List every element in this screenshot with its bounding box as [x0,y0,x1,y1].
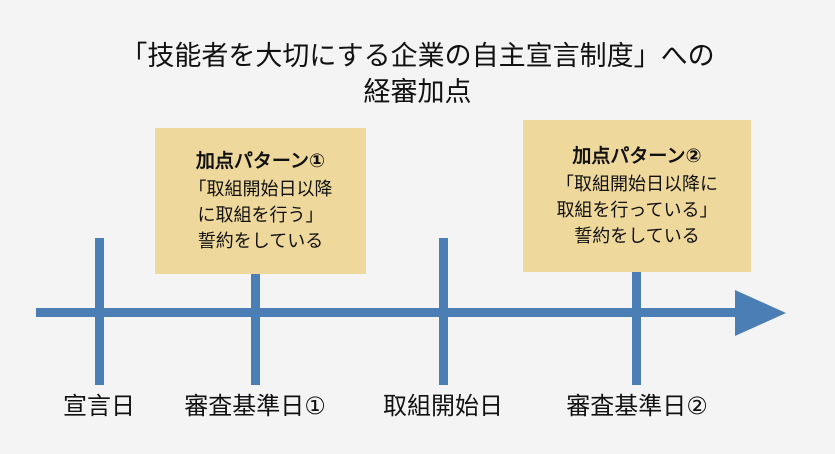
page-title: 「技能者を大切にする企業の自主宣言制度」への 経審加点 [120,41,715,107]
timeline-label-initiative-start-date: 取組開始日 [383,393,503,420]
callout-heading-pattern-2: 加点パターン② [572,145,702,167]
callout-heading-pattern-1: 加点パターン① [195,150,326,172]
timeline-label-review-base-date-1: 審査基準日① [184,393,326,420]
tick-mark-review-base-date-2 [632,272,641,385]
tick-mark-declaration-date [95,238,104,385]
callout-scoring-pattern-1: 加点パターン① 「取組開始日以降 に取組を行う」 誓約をしている [155,128,366,274]
callout-body-pattern-1: 「取組開始日以降 に取組を行う」 誓約をしている [188,178,333,251]
timeline-arrow-icon [735,290,786,336]
callout-scoring-pattern-2: 加点パターン② 「取組開始日以降に 取組を行っている」 誓約をしている [523,120,751,272]
timeline-label-declaration-date: 宣言日 [63,393,135,420]
tick-mark-initiative-start-date [439,238,448,385]
timeline-label-review-base-date-2: 審査基準日② [566,393,708,420]
callout-body-pattern-2: 「取組開始日以降に 取組を行っている」 誓約をしている [556,173,718,246]
timeline-axis-line [36,308,742,317]
tick-mark-review-base-date-1 [251,274,260,385]
